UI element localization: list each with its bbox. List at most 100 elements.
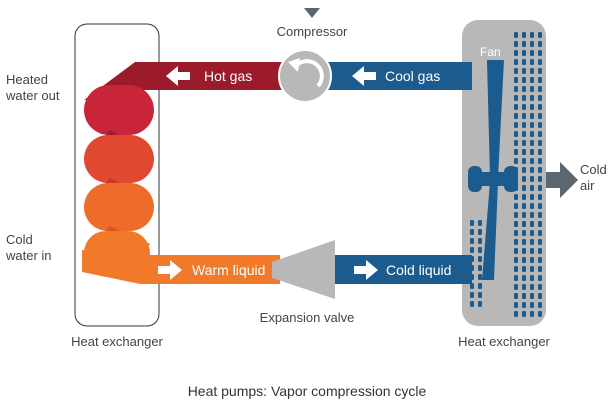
fin-dash — [530, 104, 534, 110]
fin-dash — [514, 149, 518, 155]
fin-dash — [514, 284, 518, 290]
fin-dash — [522, 176, 526, 182]
fin-dash — [522, 248, 526, 254]
fin-dash — [514, 248, 518, 254]
fin-dash — [530, 185, 534, 191]
coil-segment — [84, 231, 150, 275]
fin-dash — [522, 239, 526, 245]
fin-dash — [530, 275, 534, 281]
cold-air-line1: Cold — [580, 162, 607, 177]
cold-air-label: Cold air — [580, 162, 610, 193]
fin-dash — [538, 122, 542, 128]
fin-dash — [522, 257, 526, 263]
fin-dash — [538, 257, 542, 263]
fin-dash — [522, 275, 526, 281]
fin-dash — [522, 230, 526, 236]
fin-dash — [522, 284, 526, 290]
fin-dash — [514, 32, 518, 38]
fin-dash — [538, 140, 542, 146]
fin-dash — [530, 167, 534, 173]
fin-dash — [514, 59, 518, 65]
fin-dash — [538, 185, 542, 191]
fin-dash — [522, 302, 526, 308]
fin-dash — [530, 302, 534, 308]
cold-water-in-line2: water in — [5, 248, 52, 263]
fin-dash — [538, 266, 542, 272]
fin-dash — [514, 266, 518, 272]
fin-dash — [530, 41, 534, 47]
fin-dash — [530, 32, 534, 38]
fin-dash — [514, 293, 518, 299]
fin-dash — [514, 212, 518, 218]
warm-liquid-arrow-icon — [158, 260, 182, 280]
fin-dash — [530, 131, 534, 137]
fin-dash — [538, 50, 542, 56]
fin-dash — [538, 284, 542, 290]
fan-blade-bottom — [482, 182, 498, 280]
fin-dash — [478, 301, 482, 307]
fin-dash — [530, 149, 534, 155]
left-heat-exchanger-label: Heat exchanger — [71, 334, 163, 349]
compressor-pointer-icon — [304, 8, 320, 18]
fin-dash — [522, 221, 526, 227]
cold-water-in-label: Cold water in — [5, 232, 52, 263]
coil-segment — [84, 183, 154, 231]
heated-water-out-label: Heated water out — [5, 72, 60, 103]
fin-dash — [530, 59, 534, 65]
fin-dash — [530, 140, 534, 146]
fin-dash — [514, 140, 518, 146]
fin-dash — [530, 248, 534, 254]
fin-dash — [538, 59, 542, 65]
fin-dash — [514, 122, 518, 128]
fin-dash — [522, 50, 526, 56]
fin-dash — [538, 221, 542, 227]
fin-dash — [514, 104, 518, 110]
fin-dash — [538, 86, 542, 92]
expansion-valve-shape — [272, 240, 335, 299]
fin-dash — [514, 113, 518, 119]
fin-dash — [478, 265, 482, 271]
fin-dash — [530, 50, 534, 56]
fin-dash — [530, 95, 534, 101]
fin-dash — [538, 41, 542, 47]
fin-dash — [530, 266, 534, 272]
compressor-rotation-arrowhead — [288, 58, 300, 72]
fin-dash — [522, 95, 526, 101]
cool-gas-pipe — [320, 62, 472, 90]
coil-segment — [84, 85, 154, 135]
fin-dash — [538, 95, 542, 101]
fin-dash — [522, 266, 526, 272]
fin-dash — [514, 50, 518, 56]
cold-liquid-arrow-icon — [354, 260, 378, 280]
fin-dash — [478, 247, 482, 253]
fin-dash — [514, 86, 518, 92]
fin-dash — [530, 158, 534, 164]
fin-dash — [478, 256, 482, 262]
fin-dash — [538, 194, 542, 200]
compressor-rotation-icon — [294, 59, 324, 88]
fin-dash — [470, 301, 474, 307]
condenser-coil — [84, 85, 154, 275]
fin-dash — [522, 41, 526, 47]
fin-dash — [514, 239, 518, 245]
fin-dash — [522, 293, 526, 299]
fin-dash — [478, 220, 482, 226]
fan-hub-left — [468, 166, 482, 192]
fin-dash — [514, 77, 518, 83]
fin-dash — [538, 275, 542, 281]
fin-dash — [470, 229, 474, 235]
fin-dash — [538, 293, 542, 299]
fin-dash — [538, 68, 542, 74]
fin-dash — [538, 32, 542, 38]
fin-dash — [530, 230, 534, 236]
fin-dash — [522, 311, 526, 317]
fin-dash — [530, 203, 534, 209]
fin-dash — [470, 220, 474, 226]
fin-dash — [514, 95, 518, 101]
cold-air-arrow-icon — [546, 162, 578, 198]
fin-dash — [522, 122, 526, 128]
fin-dash — [530, 221, 534, 227]
fin-dash — [522, 59, 526, 65]
left-heat-exchanger-box — [74, 23, 160, 327]
diagram-caption: Heat pumps: Vapor compression cycle — [188, 383, 427, 399]
